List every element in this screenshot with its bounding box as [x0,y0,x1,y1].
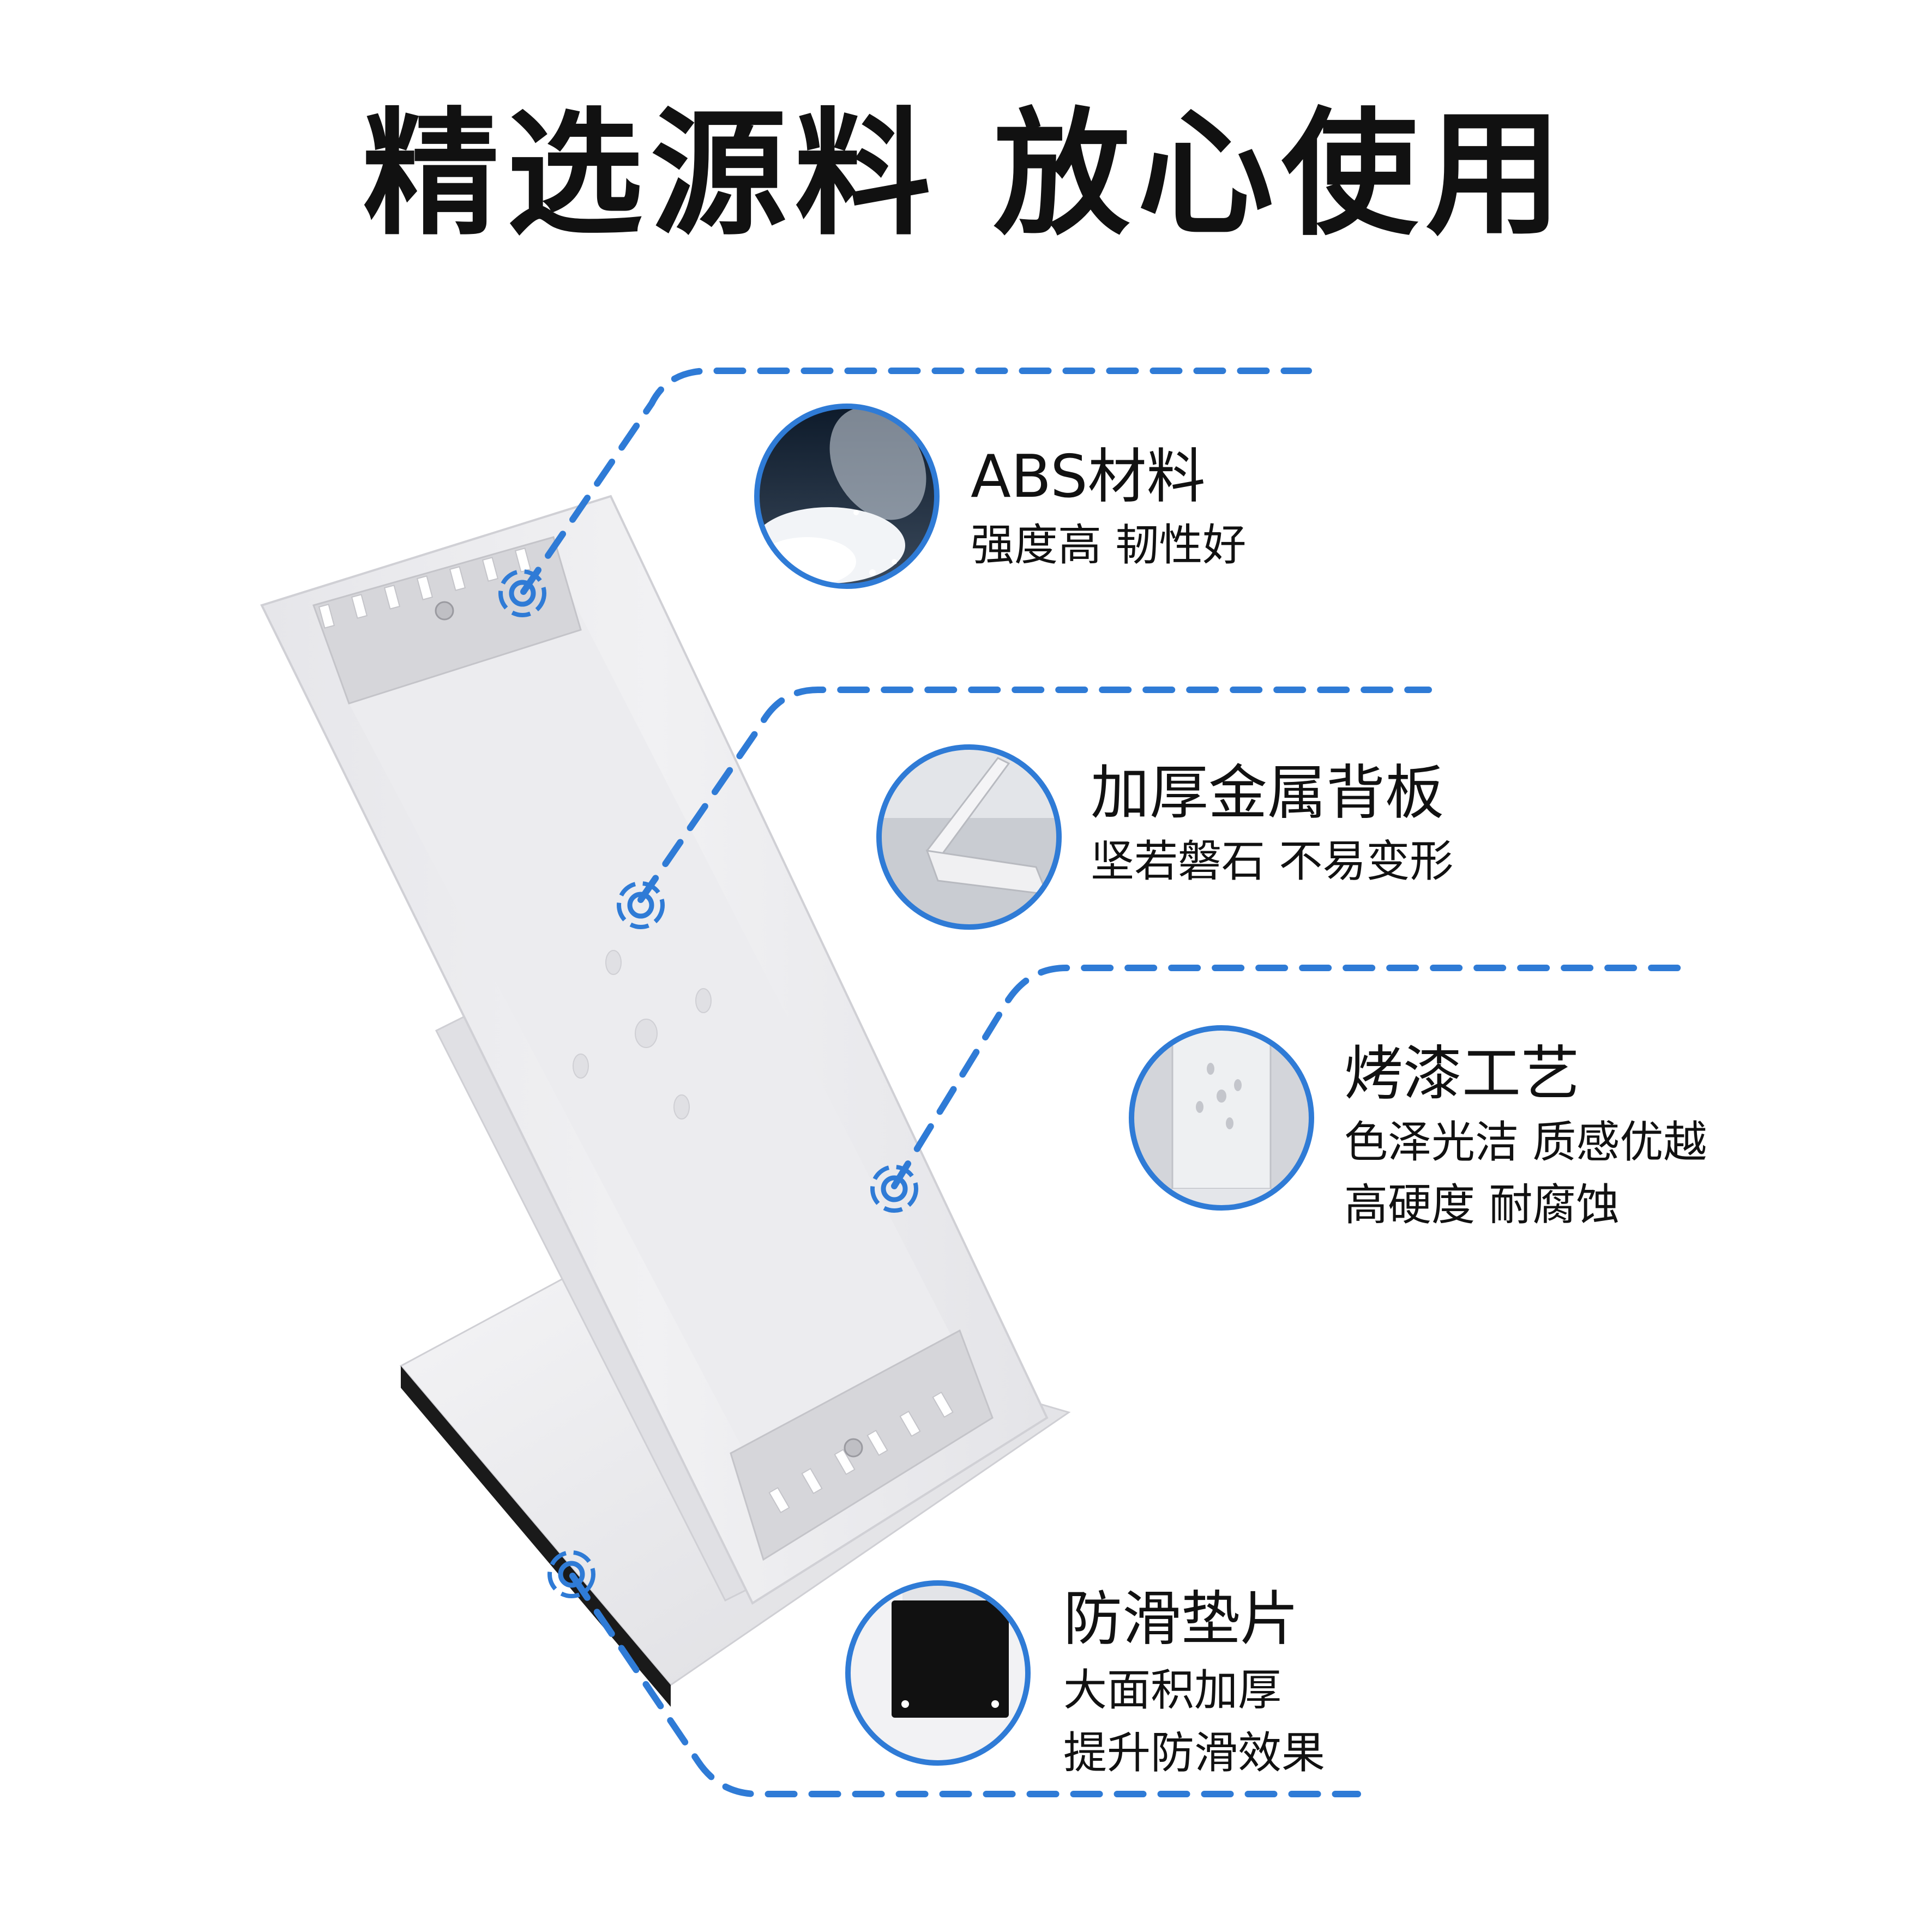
page-title: 精选源料 放心使用 [362,95,1570,254]
feature-title-abs: ABS材料 [971,443,1206,511]
abs-granules-icon [754,404,940,589]
feature-title-backplate: 加厚金属背板 [1091,759,1445,827]
feature-sub-abs: 强度高 韧性好 [971,520,1247,570]
feature-sub-pad-2: 提升防滑效果 [1063,1728,1325,1778]
callout-line-pad [569,1573,1361,1797]
baked-paint-icon [1129,1025,1314,1211]
feature-title-pad: 防滑垫片 [1063,1585,1299,1653]
tablet-stand [260,495,1071,1707]
metal-backplate-icon [876,744,1062,930]
callout-line-paint [891,965,1683,1189]
feature-sub-paint-2: 高硬度 耐腐蚀 [1344,1179,1620,1230]
callout-lines [520,368,1683,1797]
feature-title-paint: 烤漆工艺 [1344,1040,1580,1108]
screw [844,1438,863,1458]
screw [435,601,454,621]
callout-line-abs [520,368,1312,595]
callout-line-backplate [637,687,1432,903]
feature-sub-paint-1: 色泽光洁 质感优越 [1344,1117,1707,1167]
target-marker-icon [870,1165,918,1213]
target-marker-icon [617,881,665,929]
target-marker-icon [498,569,546,617]
target-marker-icon [547,1550,595,1598]
feature-sub-backplate: 坚若磐石 不易变形 [1091,836,1454,887]
anti-slip-pad-icon [845,1580,1031,1766]
feature-sub-pad-1: 大面积加厚 [1063,1665,1281,1716]
target-markers [498,569,918,1598]
top-holder-bracket [312,536,582,705]
